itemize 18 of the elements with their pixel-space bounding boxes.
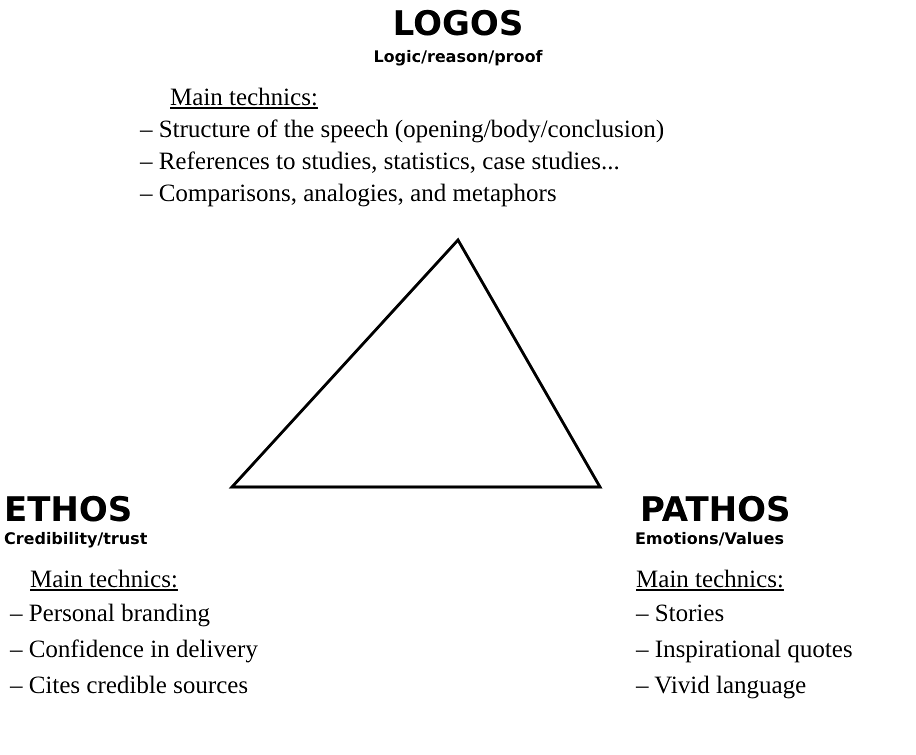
list-heading: Main technics: (30, 566, 178, 594)
subheading: Credibility/trust (4, 530, 148, 548)
heading: LOGOS (392, 6, 524, 44)
list-item: – Confidence in delivery (10, 636, 258, 664)
subheading: Emotions/Values (635, 530, 784, 548)
list-item: – Cites credible sources (10, 672, 248, 700)
heading: ETHOS (4, 492, 132, 530)
list-item: – Vivid language (636, 672, 806, 700)
list-item: – Stories (636, 600, 724, 628)
list-heading: Main technics: (170, 84, 318, 112)
subheading: Logic/reason/proof (373, 48, 543, 66)
list-item: – References to studies, statistics, case studies... (140, 148, 620, 176)
list-item: – Structure of the speech (opening/body/conclusion) (140, 116, 664, 144)
list-item: – Comparisons, analogies, and metaphors (140, 180, 557, 208)
list-item: – Inspirational quotes (636, 636, 853, 664)
heading: PATHOS (640, 492, 791, 530)
list-item: – Personal branding (10, 600, 210, 628)
list-heading: Main technics: (636, 566, 784, 594)
